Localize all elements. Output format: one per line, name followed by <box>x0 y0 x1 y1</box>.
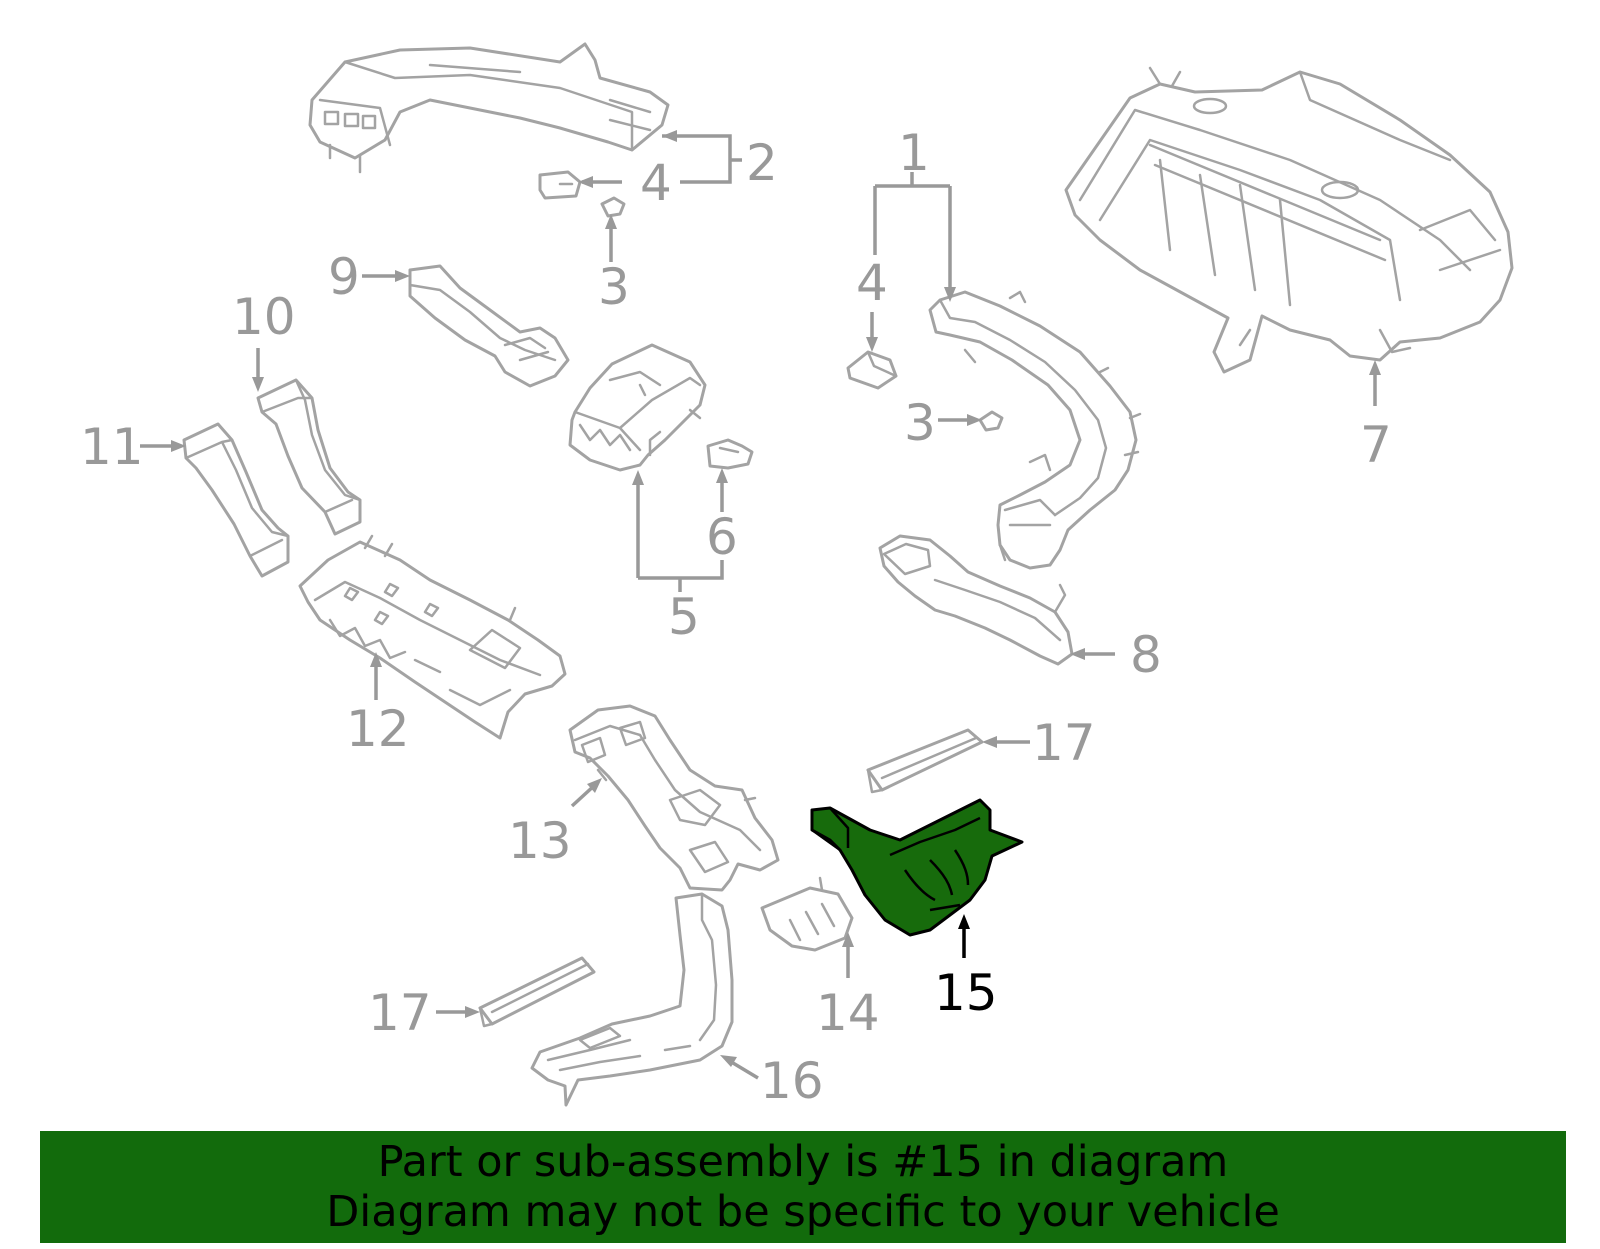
callout-8: 8 <box>1130 626 1162 684</box>
part-4-clip-upper <box>538 170 582 200</box>
callout-13: 13 <box>508 812 572 870</box>
banner-line-2: Diagram may not be specific to your vehi… <box>326 1187 1280 1237</box>
part-6-bracket <box>706 438 754 470</box>
info-banner: Part or sub-assembly is #15 in diagram D… <box>40 1131 1566 1243</box>
callout-9: 9 <box>328 248 360 306</box>
callout-6: 6 <box>706 508 738 566</box>
part-15-highlighted-duct <box>810 798 1024 937</box>
part-4-clip-right <box>846 350 898 390</box>
callout-16: 16 <box>760 1052 824 1110</box>
part-16-floor-duct <box>530 892 734 1107</box>
callout-4-right: 4 <box>856 254 888 312</box>
part-5-housing <box>568 343 707 472</box>
part-9-duct <box>408 264 570 388</box>
callout-17-upper: 17 <box>1032 714 1096 772</box>
part-2-upper-duct <box>308 42 670 174</box>
part-17-panel-upper <box>866 728 984 794</box>
callout-3-upper: 3 <box>598 258 630 316</box>
part-1-duct <box>928 290 1142 570</box>
part-12-frame <box>298 534 567 740</box>
callout-15: 15 <box>934 964 998 1022</box>
callout-14: 14 <box>816 984 880 1042</box>
callout-1: 1 <box>898 124 930 182</box>
callout-10: 10 <box>232 288 296 346</box>
part-13-duct <box>568 704 780 892</box>
callout-12: 12 <box>346 700 410 758</box>
part-3-clip-upper <box>600 196 626 218</box>
part-10-duct <box>256 378 362 536</box>
part-11-duct <box>182 422 290 578</box>
part-7-dash-frame <box>1064 66 1514 374</box>
callout-2: 2 <box>746 134 778 192</box>
part-8-duct <box>878 534 1074 666</box>
leader-lines <box>140 130 1381 1080</box>
callout-17-lower: 17 <box>368 984 432 1042</box>
callout-labels: 1 2 3 3 4 4 5 6 7 8 9 10 11 12 13 14 15 … <box>80 124 1392 1110</box>
callout-3-right: 3 <box>904 394 936 452</box>
callout-11: 11 <box>80 418 144 476</box>
callout-7: 7 <box>1360 416 1392 474</box>
banner-line-1: Part or sub-assembly is #15 in diagram <box>377 1137 1229 1187</box>
part-3-clip-right <box>978 410 1004 432</box>
callout-5: 5 <box>668 588 700 646</box>
callout-4-upper: 4 <box>640 154 672 212</box>
part-17-panel-lower <box>478 956 596 1028</box>
part-14-louver <box>760 876 854 952</box>
